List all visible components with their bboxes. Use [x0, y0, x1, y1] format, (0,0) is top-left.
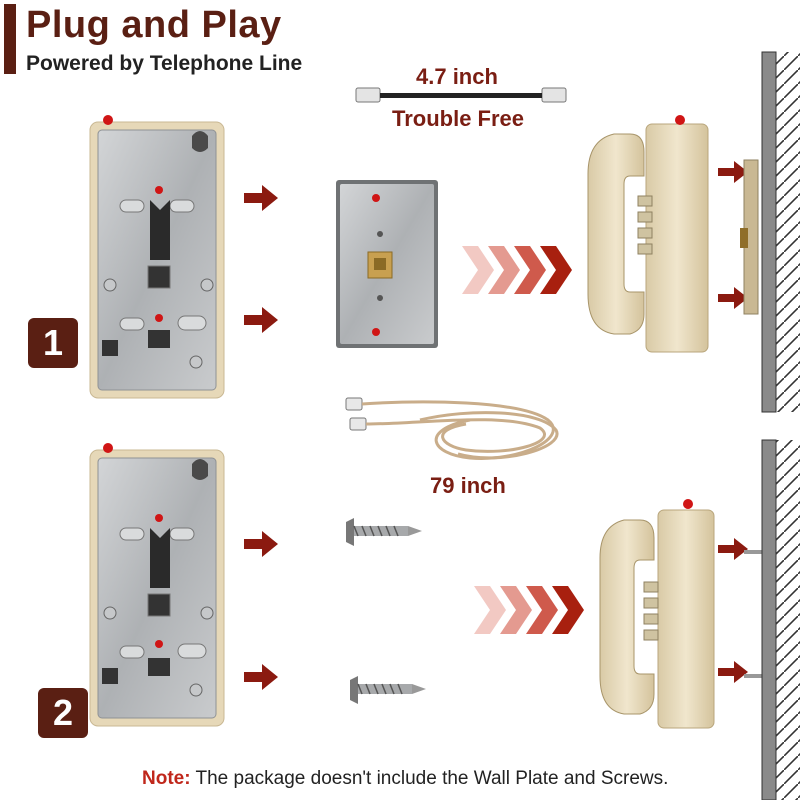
arrow-right-icon: [718, 287, 748, 309]
arrow-right-icon: [718, 538, 748, 560]
mounting-base-plate-2: [89, 443, 225, 727]
wall-phone-1: [587, 115, 759, 353]
note-label: Note:: [142, 768, 191, 789]
wall-jack-plate: [336, 180, 438, 348]
title-accent-bar: [4, 4, 16, 74]
screw-icon: [350, 676, 426, 704]
page-subtitle: Powered by Telephone Line: [26, 52, 303, 75]
wall-1: [761, 51, 800, 413]
step-badge-1: 1: [28, 318, 78, 368]
long-cord-length: 79 inch: [430, 473, 506, 498]
mounting-base-plate-1: [89, 115, 225, 399]
short-phone-cord: [355, 87, 567, 103]
short-cord-length: 4.7 inch: [416, 64, 498, 89]
short-cord-caption: Trouble Free: [392, 106, 525, 131]
arrow-right-icon: [718, 661, 748, 683]
arrow-right-icon: [244, 531, 278, 557]
wall-phone-2: [599, 499, 762, 729]
screw-icon: [346, 518, 422, 546]
page-title: Plug and Play: [26, 4, 282, 46]
arrow-right-icon: [244, 664, 278, 690]
arrow-right-icon: [718, 161, 748, 183]
chevron-arrows-icon: [462, 246, 572, 294]
chevron-arrows-icon: [474, 586, 584, 634]
pointer-arrows: [244, 161, 748, 690]
long-phone-cord: [345, 397, 559, 460]
wall-2: [761, 439, 800, 800]
note-text: The package doesn't include the Wall Pla…: [190, 768, 669, 789]
arrow-right-icon: [244, 185, 278, 211]
package-note: Note: The package doesn't include the Wa…: [142, 768, 668, 790]
arrow-right-icon: [244, 307, 278, 333]
screws: [346, 518, 426, 704]
step-badge-2: 2: [38, 688, 88, 738]
